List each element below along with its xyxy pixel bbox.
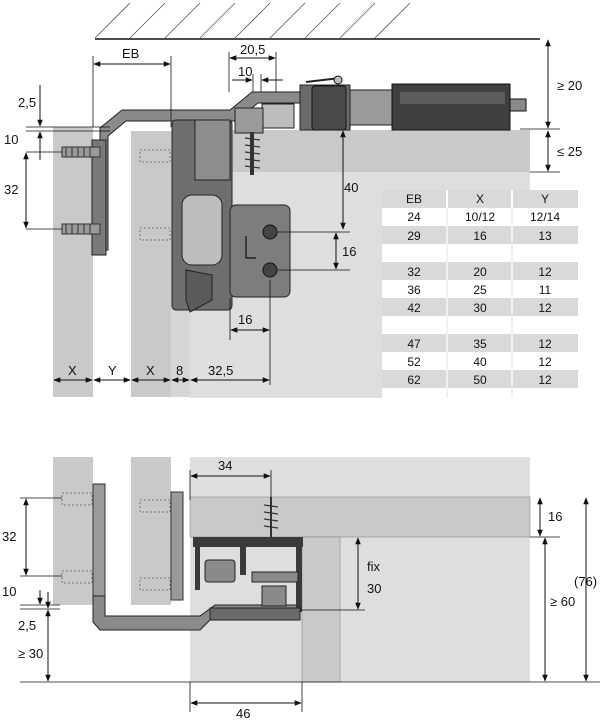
table-header-y: Y: [541, 192, 549, 206]
dim-10-left: 10: [4, 132, 18, 147]
table-cell: 35: [473, 337, 487, 351]
dim-32: 32: [2, 529, 16, 544]
dim-eb: EB: [122, 46, 139, 61]
dim-ge-20: ≥ 20: [557, 78, 582, 93]
table-cell: 25: [473, 283, 487, 297]
dim-x-2: X: [146, 363, 155, 378]
bottom-dimension-lines: [20, 470, 600, 712]
dim-2-5: 2,5: [18, 618, 36, 633]
table-cell: 24: [407, 210, 421, 224]
table-cell: 29: [407, 229, 421, 243]
table-cell: 12: [538, 373, 552, 387]
dim-16: 16: [548, 509, 562, 524]
dim-ge-30: ≥ 30: [18, 646, 43, 661]
table-cell: 20: [473, 265, 487, 279]
dim-30-fix: 30: [367, 581, 381, 596]
dim-32-left: 32: [4, 182, 18, 197]
table-cell: 11: [539, 283, 552, 297]
dim-le-25: ≤ 25: [557, 144, 582, 159]
table-header-x: X: [476, 192, 484, 206]
dim-y: Y: [108, 363, 117, 378]
table-cell: 12: [538, 265, 552, 279]
cabinet-top-board: [190, 130, 530, 172]
top-dimension-lines: [23, 39, 560, 385]
dim-32-5: 32,5: [208, 363, 233, 378]
table-cell: 30: [473, 301, 487, 315]
table-header-eb: EB: [406, 192, 422, 206]
dim-2-5: 2,5: [18, 95, 36, 110]
table-cell: 12: [538, 337, 552, 351]
table-cell: 52: [407, 355, 421, 369]
dim-20-5: 20,5: [240, 42, 265, 57]
table-cell: 42: [407, 301, 421, 315]
dim-46: 46: [236, 706, 250, 720]
dim-34: 34: [218, 458, 232, 473]
table-cell: 47: [407, 337, 421, 351]
dim-x-1: X: [68, 363, 77, 378]
hinge-mechanism: [61, 75, 527, 313]
table-cell: 40: [473, 355, 487, 369]
table-cell: 32: [407, 265, 421, 279]
table-cell: 12: [538, 355, 552, 369]
dim-10-top: 10: [238, 64, 252, 79]
dim-76: (76): [574, 574, 597, 589]
table-cell: 10/12: [465, 210, 495, 224]
dim-16-bottom: 16: [238, 312, 252, 327]
eb-x-y-table: EB X Y 24 10/12 12/14 29 16 13 32 20 12 …: [382, 190, 578, 398]
ceiling-hatch: [94, 2, 411, 39]
dim-ge-60: ≥ 60: [550, 594, 575, 609]
front-door-panel: [53, 127, 93, 397]
table-cell: 13: [538, 229, 552, 243]
table-cell: 50: [473, 373, 487, 387]
bottom-dimension-labels: 34 16 fix 30 32 10 2,5 ≥ 30 ≥ 60 (76) 46: [2, 458, 597, 720]
table-cell: 12/14: [530, 210, 560, 224]
dim-16-right: 16: [342, 244, 356, 259]
table-cell: 16: [473, 229, 487, 243]
dim-fix-label: fix: [367, 559, 381, 574]
bottom-panels: [53, 457, 531, 683]
dim-8: 8: [176, 363, 183, 378]
bottom-hinge-mechanism: [92, 497, 303, 631]
dim-40: 40: [344, 180, 358, 195]
table-cell: 36: [407, 283, 421, 297]
table-cell: 12: [538, 301, 552, 315]
dim-10: 10: [2, 584, 16, 599]
table-cell: 62: [407, 373, 421, 387]
middle-door-panel: [131, 131, 171, 397]
top-dimension-labels: EB 20,5 10 ≥ 20 2,5 10 32 ≤ 25 40 16 16 …: [4, 42, 582, 378]
